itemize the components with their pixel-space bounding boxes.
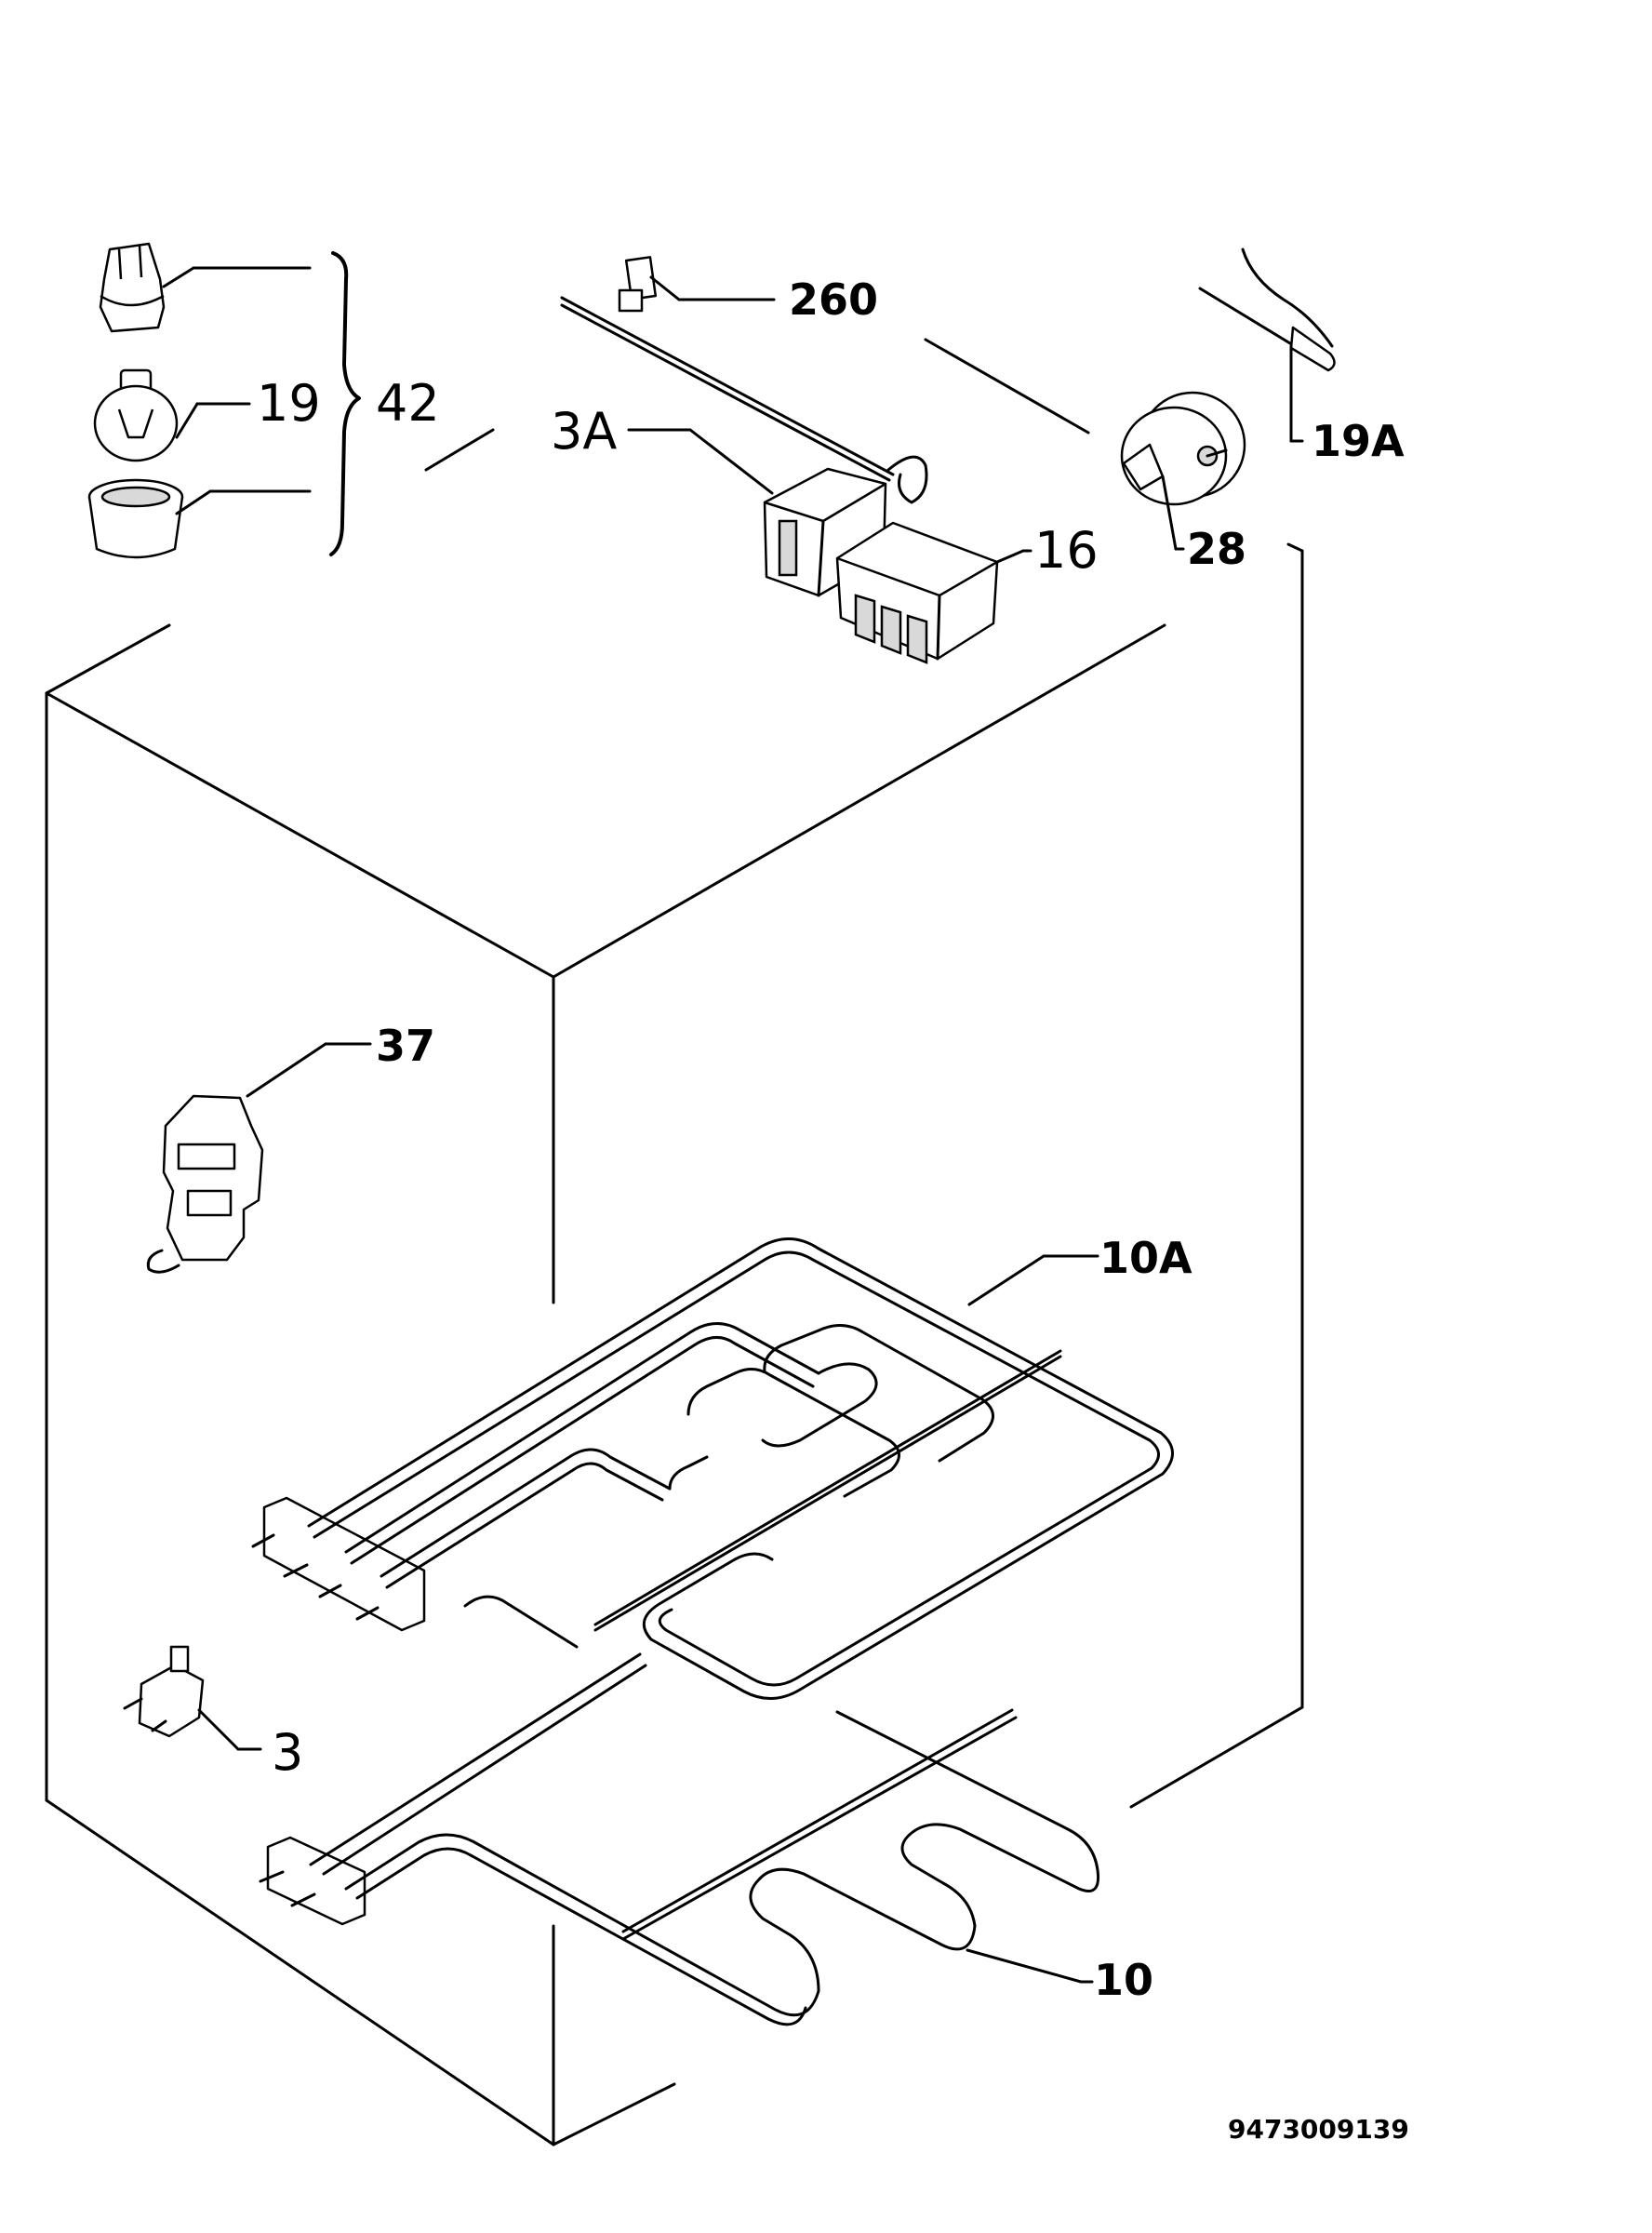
- lamp-bulb: [93, 368, 251, 462]
- label-3: 3: [272, 1723, 303, 1782]
- label-37: 37: [376, 1021, 435, 1071]
- drawing-number: 9473009139: [1228, 2114, 1409, 2145]
- lamp-holder-top: [99, 242, 312, 333]
- label-3a: 3A: [551, 402, 617, 461]
- label-42: 42: [376, 374, 440, 433]
- label-10: 10: [1094, 1955, 1153, 2005]
- callout-labels: 260 19A 19 42 3A 16 28 37 10A 3 10 94730…: [257, 274, 1409, 2145]
- lamp-group-brace: [329, 251, 361, 556]
- label-10a: 10A: [1099, 1233, 1192, 1283]
- label-19: 19: [257, 374, 321, 433]
- motor-lead-wire: [1198, 247, 1336, 443]
- terminal-connector: [123, 1645, 262, 1751]
- oven-sensor-probe: [560, 256, 895, 482]
- lamp-glass-cover: [87, 478, 312, 559]
- fan-motor: [1120, 391, 1246, 551]
- label-16: 16: [1034, 521, 1099, 580]
- label-19a: 19A: [1312, 416, 1405, 466]
- grill-heating-element: [251, 1237, 1174, 1701]
- bottom-heating-element: [259, 1652, 1100, 2026]
- label-260: 260: [789, 274, 878, 325]
- door-switch: [146, 1042, 372, 1274]
- label-28: 28: [1187, 524, 1246, 574]
- selector-switch: [835, 521, 1032, 664]
- oven-cabinet-outline: [45, 338, 1304, 2146]
